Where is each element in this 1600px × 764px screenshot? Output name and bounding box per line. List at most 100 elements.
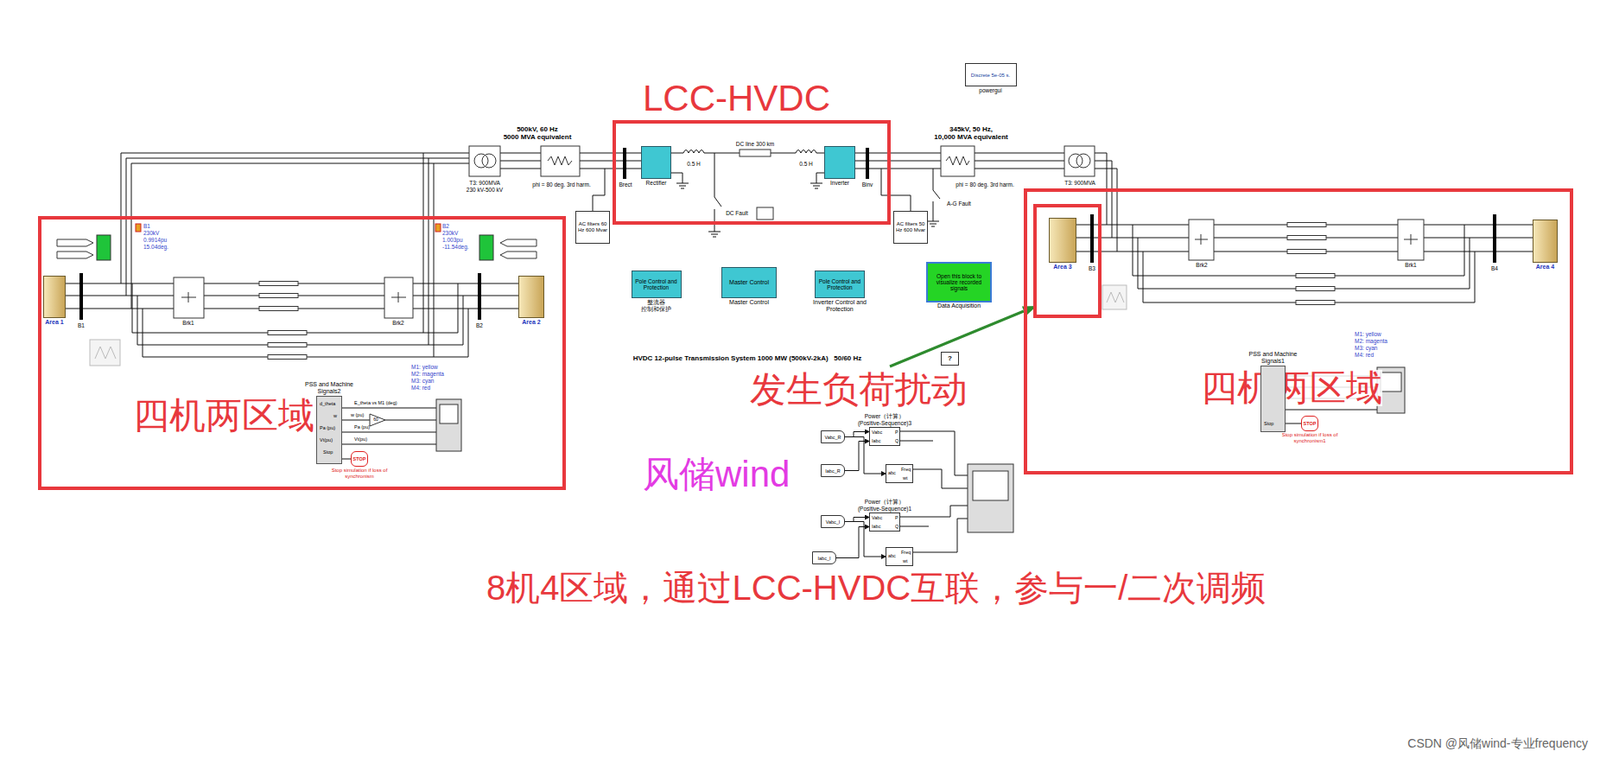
port-label: d_theta <box>319 400 336 407</box>
signal-connector <box>844 521 886 558</box>
wire <box>881 168 911 211</box>
block-label: B3 <box>1088 265 1096 272</box>
block-label: 四机两区域 <box>133 397 315 434</box>
block-label: Q <box>895 523 899 529</box>
region-frame: 四机两区域Area 1Area 2PSS and Machine Signals… <box>38 215 566 490</box>
annotation: 发生负荷扰动 <box>749 371 968 408</box>
wire <box>120 152 470 309</box>
line-impedance <box>1295 286 1335 292</box>
signal-port <box>135 223 141 232</box>
source-note: phi = 80 deg. 3rd harm. <box>532 181 591 188</box>
color-note: M4: red <box>411 384 431 391</box>
wire <box>671 172 825 184</box>
block-label: Freq <box>901 466 911 472</box>
line-impedance <box>267 330 307 336</box>
block-label: Iabc_R <box>825 467 840 473</box>
signal-port <box>57 239 94 247</box>
power-block: Power（计算）(Positive-Sequence)3VabcIabcPQ <box>869 426 901 446</box>
block-label: wt <box>902 558 908 564</box>
load-icon <box>1106 292 1124 303</box>
block-label: ? <box>947 354 953 362</box>
bus-label: Binv <box>862 181 874 188</box>
rectifier-block: Rectifier <box>641 146 672 179</box>
line-impedance <box>259 149 1335 360</box>
wire <box>900 431 968 553</box>
source-note: phi = 80 deg. 3rd harm. <box>955 181 1014 188</box>
scope-symbol <box>967 463 1014 533</box>
block-label: Power（计算）(Positive-Sequence)1 <box>857 498 913 512</box>
stop-block: STOPStop simulation if loss of synchroni… <box>350 450 369 467</box>
load-icon <box>95 346 116 359</box>
line-label: DC line 300 km <box>736 140 775 147</box>
breaker-label: Brk1 <box>182 319 194 326</box>
wire <box>1094 152 1118 252</box>
inductor-label: 0.5 H <box>686 160 701 167</box>
line-impedance <box>756 207 774 220</box>
gain-value: 60 <box>373 417 379 423</box>
block-label: wt <box>902 475 908 481</box>
port-label: Stop <box>323 449 333 455</box>
scope-symbol <box>369 367 1405 533</box>
block-label: Master Control <box>723 279 775 286</box>
transformer-symbol <box>1064 146 1095 177</box>
color-note: M2: magenta <box>1354 337 1388 344</box>
freq-block: abc Freq wt <box>885 546 914 566</box>
rating-note: 10,000 MVA equivalent <box>933 133 1008 141</box>
bus-reading: B2 <box>442 222 450 229</box>
breaker-symbol <box>1403 234 1418 245</box>
block-label: Data Acquisition <box>937 302 981 310</box>
signal-port <box>435 223 441 232</box>
bus-reading: -11.54deg. <box>442 243 470 250</box>
line-impedance <box>1287 235 1327 241</box>
bus-label: B4 <box>1491 265 1499 272</box>
port-label: Vt(pu) <box>319 437 333 443</box>
line-impedance <box>739 149 771 157</box>
signal-connector <box>844 517 870 522</box>
block-label: Stop simulation if loss of synchronism <box>330 467 388 480</box>
freq-block: abcFreqwt <box>885 463 914 483</box>
line-impedance <box>1287 249 1327 254</box>
block-label: Pole Control and Protection <box>634 278 680 292</box>
filter-block: AC filters 50 Hz 600 Mvar <box>893 210 928 244</box>
signal-label: Vt(pu) <box>354 436 368 442</box>
signal-label: w (pu) <box>350 412 364 418</box>
block-label: STOP <box>1303 420 1317 426</box>
block-label: Vabc <box>871 429 883 435</box>
ground-symbol <box>676 183 940 237</box>
block-label: LCC-HVDC <box>642 80 831 117</box>
caption-note: 8机4区域，通过LCC-HVDC互联，参与一/二次调频 <box>486 570 1266 605</box>
control-block: Pole Control and Protection整流器 控制和保护 <box>631 270 682 299</box>
block-label: Area 1 <box>44 318 64 326</box>
block-label: PSS and Machine Signals1 <box>1242 350 1305 365</box>
pointer-arrow <box>889 305 1037 367</box>
breaker-symbol <box>384 277 413 318</box>
bus-label: B2 <box>476 322 483 329</box>
transformer-symbol <box>482 153 496 168</box>
bus-reading: B1 <box>143 222 151 229</box>
transformer-label: T3: 900MVA <box>1064 179 1096 186</box>
block-label: abc <box>888 552 896 559</box>
rating-note: 5000 MVA equivalent <box>503 133 572 141</box>
ground-symbol <box>810 183 823 189</box>
fault-label: DC Fault <box>725 209 749 216</box>
line-impedance <box>259 281 299 286</box>
source-symbol <box>547 156 572 166</box>
port-label: Pa (pu) <box>319 425 336 431</box>
block-label: Discrete 5e-05 s. <box>967 71 1015 78</box>
block-label: 整流器 控制和保护 <box>634 298 679 313</box>
transformer-symbol <box>474 153 489 168</box>
block-label: Open this block to visualize recorded si… <box>928 272 990 292</box>
line-impedance <box>1287 222 1327 228</box>
block-label: Freq <box>901 549 911 555</box>
wire <box>423 152 434 357</box>
rating-note: 500kV, 60 Hz <box>516 125 559 134</box>
source-symbol <box>946 156 970 166</box>
signal-port <box>500 251 537 259</box>
block-label: Iabc_I <box>818 554 832 560</box>
control-block: Master ControlMaster Control <box>721 266 777 299</box>
generator-block: Area 4 <box>1532 219 1558 263</box>
block-label: Iabc <box>871 438 881 444</box>
bus-bar <box>81 147 1495 320</box>
signal-port <box>57 251 94 259</box>
